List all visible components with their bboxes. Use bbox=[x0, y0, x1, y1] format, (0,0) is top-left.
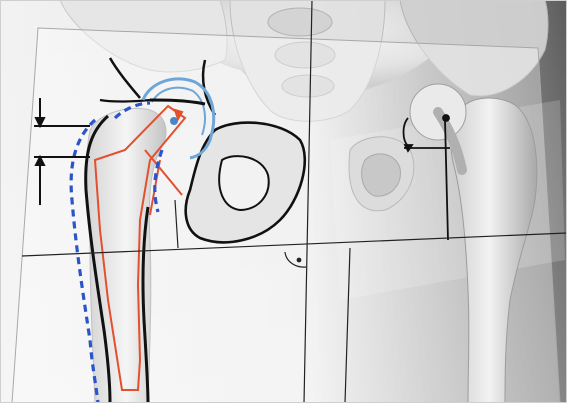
obturator-foramen bbox=[219, 156, 269, 210]
